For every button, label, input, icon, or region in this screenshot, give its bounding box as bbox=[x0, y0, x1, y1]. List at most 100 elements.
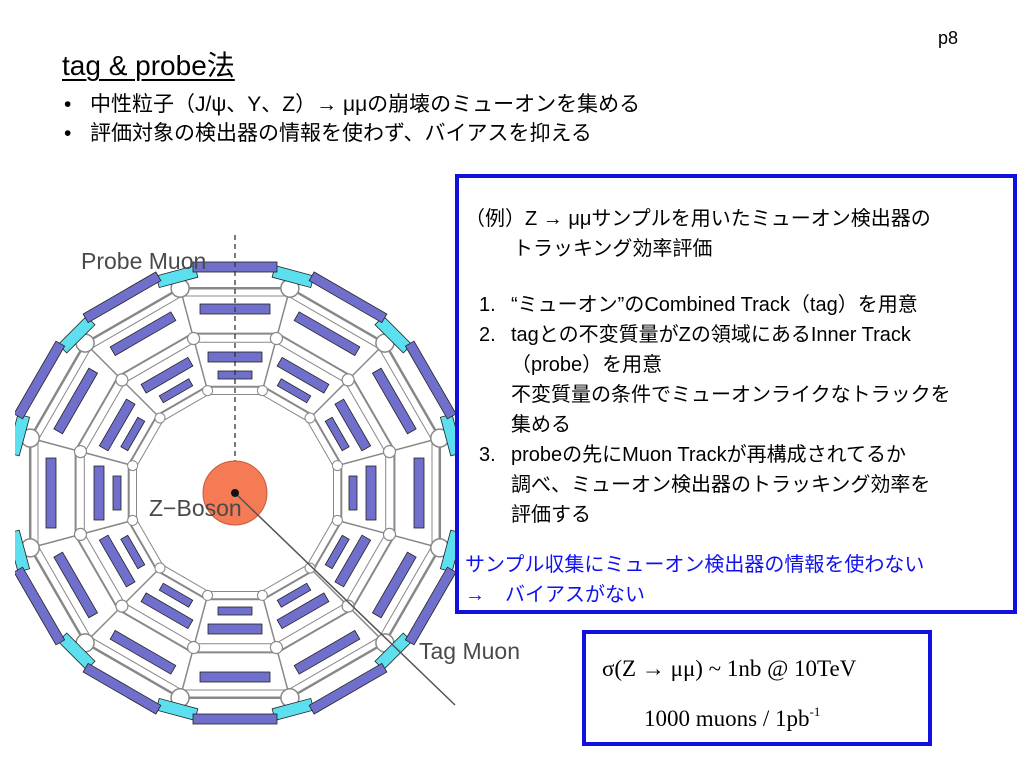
inner-chamber bbox=[276, 356, 330, 394]
formula-box: σ(Z → μμ) ~ 1nb @ 10TeV 1000 muons / 1pb… bbox=[582, 630, 932, 746]
inner-chamber bbox=[140, 356, 194, 394]
step-number: 3. bbox=[479, 444, 496, 466]
conclusion-line: → バイアスがない bbox=[465, 580, 924, 610]
probe-muon-label: Probe Muon bbox=[81, 248, 207, 274]
step-line: probeの先にMuon Trackが再構成されてるか bbox=[511, 444, 907, 466]
support-node bbox=[127, 460, 139, 472]
inner-chamber-small bbox=[276, 582, 312, 608]
right-arrow-icon: → bbox=[465, 584, 485, 606]
inner-chamber bbox=[276, 592, 330, 630]
inner-chamber-small bbox=[158, 582, 194, 608]
detector-figure: Probe Muon Z−Boson Tag Muon bbox=[3, 235, 560, 765]
inner-chamber-small bbox=[324, 534, 350, 570]
middle-chamber bbox=[109, 629, 177, 675]
outer-chamber bbox=[308, 271, 388, 324]
page-number: p8 bbox=[938, 28, 959, 48]
middle-chamber bbox=[109, 311, 177, 357]
example-heading-line: （例）Z → μμサンプルを用いたミューオン検出器の bbox=[465, 208, 931, 230]
step-line: 集める bbox=[511, 414, 571, 436]
detector-diagram bbox=[3, 235, 467, 725]
inner-chamber bbox=[98, 534, 136, 588]
middle-chamber bbox=[371, 551, 417, 619]
support-node bbox=[187, 331, 201, 346]
step-line: 調べ、ミューオン検出器のトラッキング効率を bbox=[511, 474, 931, 496]
inner-chamber-small bbox=[348, 475, 358, 511]
conclusion-line: サンプル収集にミューオン検出器の情報を使わない bbox=[465, 554, 925, 576]
step-line: “ミューオン”のCombined Track（tag）を用意 bbox=[511, 294, 918, 316]
middle-chamber bbox=[53, 367, 99, 435]
outer-chamber bbox=[82, 271, 162, 324]
example-heading: （例）Z → μμサンプルを用いたミューオン検出器の トラッキング効率評価 bbox=[465, 204, 1005, 264]
support-node bbox=[115, 599, 129, 613]
outer-chamber bbox=[13, 340, 66, 420]
support-node bbox=[341, 373, 355, 387]
support-node bbox=[256, 385, 268, 397]
support-node bbox=[202, 385, 214, 397]
event-count-exponent: -1 bbox=[809, 704, 821, 719]
outer-chamber bbox=[404, 566, 457, 646]
inner-chamber bbox=[334, 398, 372, 452]
example-box: （例）Z → μμサンプルを用いたミューオン検出器の トラッキング効率評価 1.… bbox=[455, 174, 1017, 614]
example-heading-line: トラッキング効率評価 bbox=[513, 238, 713, 260]
bullet-item: 中性粒子（J/ψ、Υ、Z）→ μμの崩壊のミューオンを集める bbox=[60, 90, 640, 119]
event-count-text: 1000 muons / 1pb bbox=[644, 706, 810, 731]
vertex-dot bbox=[231, 489, 239, 497]
inner-chamber-small bbox=[112, 475, 122, 511]
support-node bbox=[341, 599, 355, 613]
step-number: 2. bbox=[479, 324, 496, 346]
outer-chamber bbox=[404, 340, 457, 420]
middle-chamber bbox=[371, 367, 417, 435]
support-node bbox=[187, 640, 201, 655]
middle-chamber bbox=[413, 457, 425, 529]
support-node bbox=[127, 514, 139, 526]
inner-chamber-small bbox=[158, 378, 194, 404]
z-boson-label: Z−Boson bbox=[149, 495, 242, 521]
support-node bbox=[269, 331, 283, 346]
conclusion-text: バイアスがない bbox=[505, 584, 645, 606]
tag-muon-track bbox=[234, 492, 456, 706]
support-node bbox=[331, 460, 343, 472]
support-node bbox=[269, 640, 283, 655]
support-node bbox=[304, 562, 316, 574]
middle-chamber bbox=[45, 457, 57, 529]
step-item: 2. tagとの不変質量がZの領域にあるInner Track （probe）を… bbox=[479, 320, 1011, 440]
support-node bbox=[154, 562, 166, 574]
outer-chamber bbox=[82, 662, 162, 715]
inner-chamber-small bbox=[324, 416, 350, 452]
support-node bbox=[73, 445, 88, 459]
support-node bbox=[115, 373, 129, 387]
inner-chamber bbox=[98, 398, 136, 452]
middle-chamber bbox=[293, 629, 361, 675]
step-line: 不変質量の条件でミューオンライクなトラックを bbox=[511, 384, 951, 406]
inner-chamber-small bbox=[217, 606, 253, 616]
outer-chamber bbox=[13, 566, 66, 646]
support-node bbox=[304, 412, 316, 424]
support-node bbox=[73, 527, 88, 541]
support-node bbox=[154, 412, 166, 424]
step-item: 3. probeの先にMuon Trackが再構成されてるか 調べ、ミューオン検… bbox=[479, 440, 1011, 530]
inner-chamber bbox=[207, 623, 263, 635]
outer-chamber bbox=[192, 713, 278, 725]
step-line: （probe）を用意 bbox=[511, 354, 663, 376]
support-node bbox=[202, 589, 214, 601]
middle-chamber bbox=[293, 311, 361, 357]
support-node bbox=[331, 514, 343, 526]
step-number: 1. bbox=[479, 294, 496, 316]
inner-chamber-small bbox=[120, 534, 146, 570]
support-node bbox=[382, 527, 397, 541]
step-line: tagとの不変質量がZの領域にあるInner Track bbox=[511, 324, 911, 346]
step-item: 1. “ミューオン”のCombined Track（tag）を用意 bbox=[479, 290, 1011, 320]
middle-chamber bbox=[53, 551, 99, 619]
cross-section-formula: σ(Z → μμ) ~ 1nb @ 10TeV bbox=[602, 656, 857, 681]
inner-chamber-small bbox=[120, 416, 146, 452]
inner-chamber bbox=[365, 465, 377, 521]
bullet-list: 中性粒子（J/ψ、Υ、Z）→ μμの崩壊のミューオンを集める 評価対象の検出器の… bbox=[60, 90, 640, 148]
slide-title: tag & probe法 bbox=[62, 50, 235, 81]
inner-chamber bbox=[93, 465, 105, 521]
inner-chamber bbox=[140, 592, 194, 630]
conclusion: サンプル収集にミューオン検出器の情報を使わない → バイアスがない bbox=[465, 550, 924, 610]
inner-chamber bbox=[334, 534, 372, 588]
bullet-item: 評価対象の検出器の情報を使わず、バイアスを抑える bbox=[60, 119, 640, 148]
support-node bbox=[256, 589, 268, 601]
middle-chamber bbox=[199, 671, 271, 683]
